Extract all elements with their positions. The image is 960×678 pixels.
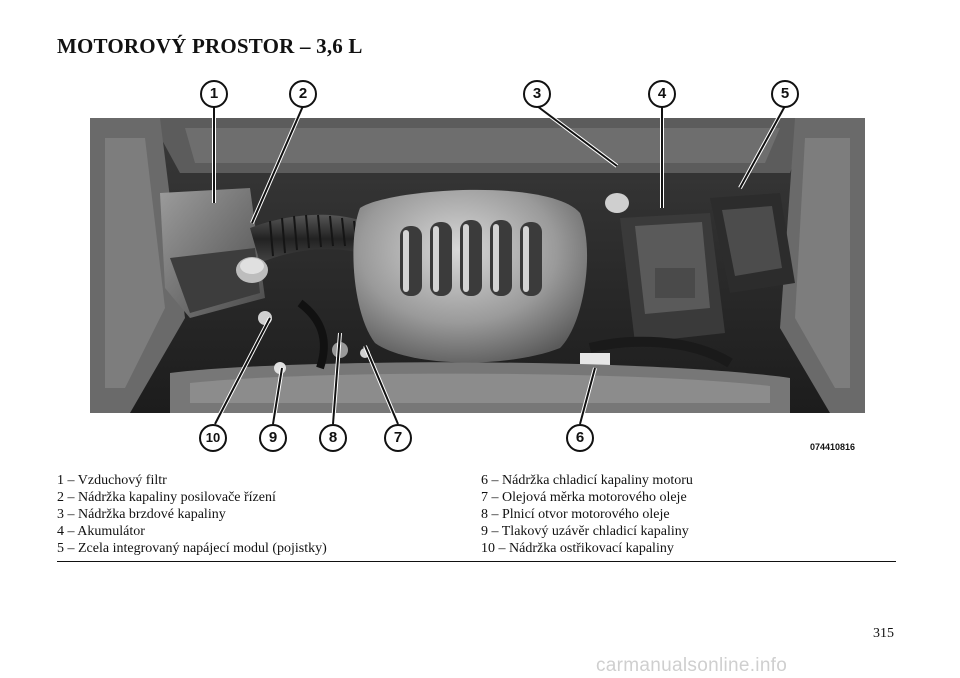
legend-item: 10 – Nádržka ostřikovací kapaliny [481,541,674,556]
legend-item: 4 – Akumulátor [57,524,145,539]
legend-item: 7 – Olejová měrka motorového oleje [481,490,687,505]
callout-6: 6 [566,424,594,452]
callout-4: 4 [648,80,676,108]
callout-9: 9 [259,424,287,452]
callout-8: 8 [319,424,347,452]
engine-bay-figure: 1 2 3 4 5 6 7 8 9 10 074410816 [90,78,865,458]
legend-divider [57,561,896,562]
legend-item: 6 – Nádržka chladicí kapaliny motoru [481,473,693,488]
callout-5: 5 [771,80,799,108]
figure-code: 074410816 [810,442,856,452]
callout-2: 2 [289,80,317,108]
legend-column-right: 6 – Nádržka chladicí kapaliny motoru 7 –… [481,472,693,557]
callout-3: 3 [523,80,551,108]
callout-10: 10 [199,424,227,452]
legend-item: 2 – Nádržka kapaliny posilovače řízení [57,490,276,505]
callout-1: 1 [200,80,228,108]
callout-7: 7 [384,424,412,452]
page-title: MOTOROVÝ PROSTOR – 3,6 L [57,34,363,58]
engine-bay-photo [90,118,865,413]
watermark-text: carmanualsonline.info [596,655,788,676]
legend-item: 1 – Vzduchový filtr [57,473,167,488]
legend-item: 9 – Tlakový uzávěr chladicí kapaliny [481,524,689,539]
legend-item: 3 – Nádržka brzdové kapaliny [57,507,226,522]
legend-item: 5 – Zcela integrovaný napájecí modul (po… [57,541,327,556]
legend-column-left: 1 – Vzduchový filtr 2 – Nádržka kapaliny… [57,472,327,557]
engine-bay-illustration [90,118,865,413]
legend-item: 8 – Plnicí otvor motorového oleje [481,507,670,522]
page-number: 315 [873,626,894,641]
